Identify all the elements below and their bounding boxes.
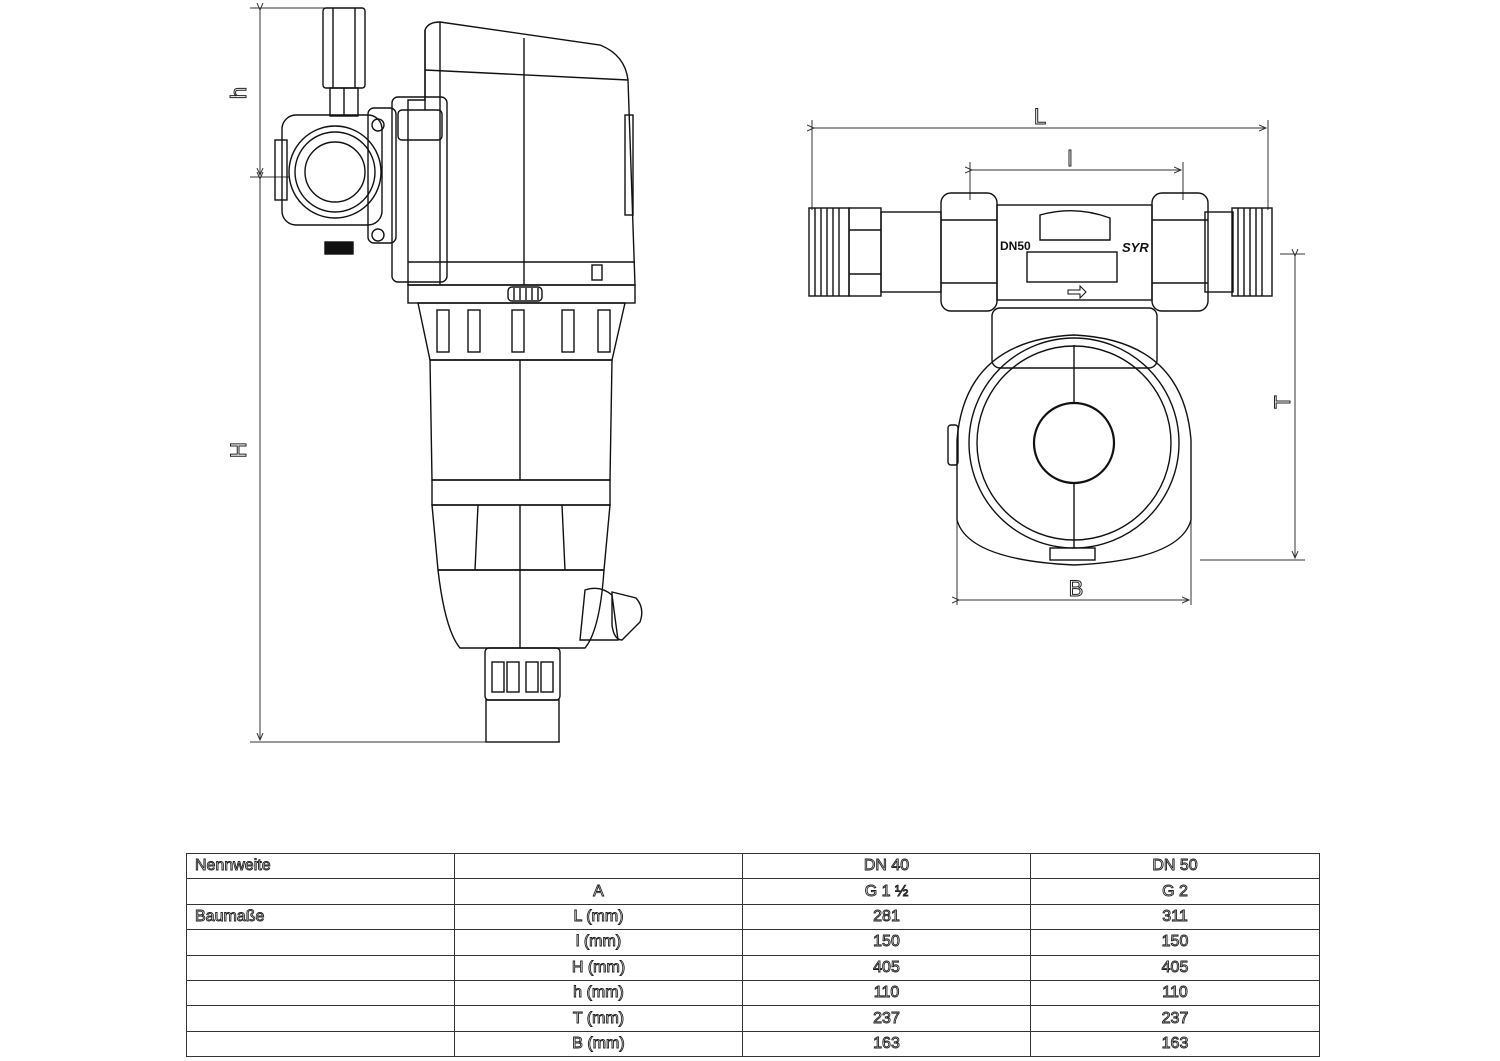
table-cell [186,929,455,956]
table-cell: 311 [1030,903,1320,931]
table-cell: 163 [1030,1030,1320,1058]
bowl-top [947,334,1192,566]
table-cell: 110 [1030,979,1320,1007]
table-row: A G 1 ½ G 2 [186,878,1320,905]
dim-label-T: T [1270,395,1295,408]
table-cell [186,1005,455,1032]
table-cell: G 1 ½ [742,878,1031,905]
table-cell: Nennweite [186,852,455,880]
table-cell: DN 50 [1030,852,1320,880]
upper-cage [417,302,626,361]
dimensions-table: Nennweite DN 40 DN 50 A G 1 ½ G 2 Baumaß… [186,852,1320,1058]
table-cell: H (mm) [454,954,743,981]
table-cell: A [454,878,743,905]
table-cell: 405 [1030,954,1320,981]
table-cell: DN 40 [742,852,1031,880]
table-cell: 110 [742,979,1031,1007]
dim-label-B: B [1069,576,1084,601]
table-cell: 281 [742,903,1031,931]
table-cell [186,1030,455,1058]
table-row: h (mm) 110 110 [186,979,1320,1007]
technical-drawing: h H [226,0,1305,743]
drain-knob [324,241,354,255]
inlet-port [274,107,397,244]
side-view: h H [226,7,643,743]
filter-bowl [429,359,613,649]
dimension-lines-side [250,8,560,743]
sensor-column [322,7,366,117]
dim-label-H: H [226,442,251,458]
brand-logo: SYR [1122,240,1149,255]
dimension-lines-top [812,120,1305,605]
table-cell: G 2 [1030,878,1320,905]
nominal-size-mark: DN50 [1000,239,1031,253]
table-row: Nennweite DN 40 DN 50 [186,852,1320,880]
controller-head [391,21,636,304]
table-cell [454,852,743,880]
table-cell: L (mm) [454,903,743,931]
drain-valve [579,587,643,641]
table-cell: 237 [1030,1005,1320,1032]
bottom-outlet [484,647,561,743]
table-cell: h (mm) [454,979,743,1007]
table-cell: 150 [742,929,1031,956]
table-cell: Baumaße [186,903,455,931]
table-cell [186,979,455,1007]
central-body: DN50 SYR [991,204,1158,369]
table-row: Baumaße L (mm) 281 311 [186,903,1320,931]
table-cell: l (mm) [454,929,743,956]
dim-label-h: h [226,87,251,99]
dim-label-l: l [1068,146,1073,171]
table-row: B (mm) 163 163 [186,1030,1320,1058]
table-row: l (mm) 150 150 [186,929,1320,956]
table-cell: 163 [742,1030,1031,1058]
table-row: T (mm) 237 237 [186,1005,1320,1032]
top-view: L l T B [809,104,1305,605]
right-thread [1204,207,1273,297]
table-cell: 405 [742,954,1031,981]
table-cell: 150 [1030,929,1320,956]
left-thread [808,207,942,297]
table-cell [186,954,455,981]
table-cell [186,878,455,905]
dim-label-L: L [1034,104,1046,129]
table-cell: B (mm) [454,1030,743,1058]
table-row: H (mm) 405 405 [186,954,1320,981]
table-cell: T (mm) [454,1005,743,1032]
table-cell: 237 [742,1005,1031,1032]
